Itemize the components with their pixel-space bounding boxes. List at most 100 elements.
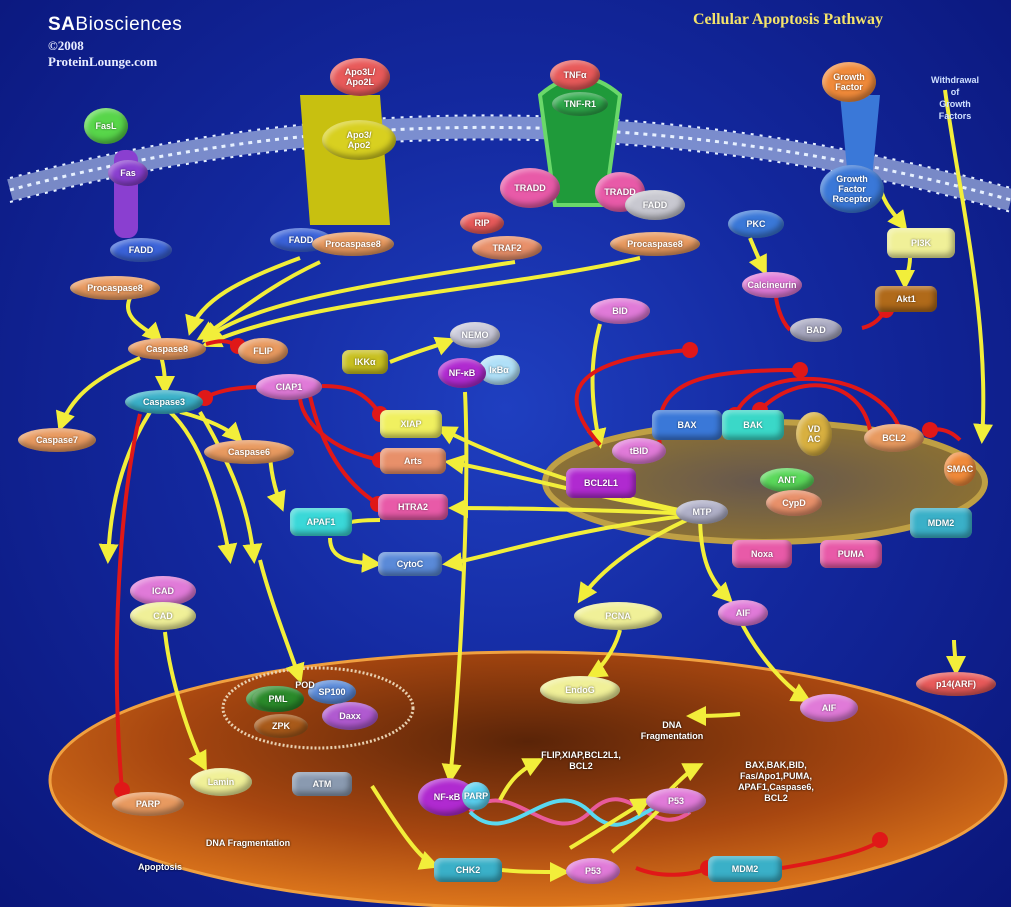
activation-arrow	[60, 358, 140, 428]
activation-arrow	[750, 238, 765, 272]
label-pod: POD	[290, 680, 320, 691]
node-growth-factor-receptor: Growth Factor Receptor	[820, 165, 884, 213]
node-mtp: MTP	[676, 500, 728, 524]
inhibition-arrow	[205, 387, 256, 398]
label-apoptosis: Apoptosis	[120, 862, 200, 873]
label-nfkb-targets: FLIP,XIAP,BCL2L1, BCL2	[516, 750, 646, 772]
node-cad: CAD	[130, 602, 196, 630]
node-xiap: XIAP	[380, 410, 442, 438]
node-tnfa: TNFα	[550, 60, 600, 90]
node-p14arf: p14(ARF)	[916, 672, 996, 696]
node-pcna: PCNA	[574, 602, 662, 630]
inhibition-arrow	[206, 341, 238, 346]
logo-name: Biosciences	[75, 14, 182, 35]
node-bcl2l1: BCL2L1	[566, 468, 636, 498]
node-ciap1: CIAP1	[256, 374, 322, 400]
diagram-title: Cellular Apoptosis Pathway	[693, 11, 883, 29]
node-apo3: Apo3/ Apo2	[322, 120, 396, 160]
node-smac: SMAC	[944, 452, 976, 486]
node-traf2: TRAF2	[472, 236, 542, 260]
node-arts: Arts	[380, 448, 446, 474]
node-rip: RIP	[460, 212, 504, 234]
node-nemo: NEMO	[450, 322, 500, 348]
node-zpk: ZPK	[254, 714, 308, 738]
node-procaspase8-1: Procaspase8	[70, 276, 160, 300]
node-procaspase8-3: Procaspase8	[610, 232, 700, 256]
withdrawal-label: Withdrawal of Growth Factors	[912, 74, 998, 122]
node-ikka: IKKα	[342, 350, 388, 374]
node-growth-factor: Growth Factor	[822, 62, 876, 102]
node-apaf1: APAF1	[290, 508, 352, 536]
node-bad: BAD	[790, 318, 842, 342]
label-dna-frag: DNA Fragmentation	[188, 838, 308, 849]
node-p53: P53	[646, 788, 706, 814]
node-bcl2: BCL2	[864, 424, 924, 452]
node-bax: BAX	[652, 410, 722, 440]
node-caspase6: Caspase6	[204, 440, 294, 464]
inhibition-arrow	[930, 429, 960, 440]
node-caspase3: Caspase3	[125, 390, 203, 414]
activation-arrow	[352, 520, 380, 522]
node-calcineurin: Calcineurin	[742, 272, 802, 298]
node-apo3l: Apo3L/ Apo2L	[330, 58, 390, 96]
brand-block: SABiosciences ©2008 ProteinLounge.com	[48, 14, 182, 70]
node-fadd3: FADD	[625, 190, 685, 220]
activation-arrow	[905, 258, 910, 286]
node-daxx: Daxx	[322, 702, 378, 730]
activation-arrow	[593, 324, 601, 445]
node-caspase8: Caspase8	[128, 338, 206, 360]
activation-arrow	[390, 340, 452, 362]
node-tnfr1: TNF-R1	[552, 92, 608, 116]
node-puma: PUMA	[820, 540, 882, 568]
node-htra2: HTRA2	[378, 494, 448, 520]
node-fadd1: FADD	[110, 238, 172, 262]
node-bid: BID	[590, 298, 650, 324]
node-aif: AIF	[718, 600, 768, 626]
node-fasl: FasL	[84, 108, 128, 144]
label-fragmentation: DNA Fragmentation	[622, 720, 722, 742]
activation-arrow	[690, 714, 740, 716]
node-mdm2: MDM2	[708, 856, 782, 882]
inhibition-arrow	[862, 310, 886, 328]
activation-arrow	[945, 90, 983, 440]
activation-arrow	[330, 538, 378, 564]
node-ant: ANT	[760, 468, 814, 492]
node-chk2: CHK2	[434, 858, 502, 882]
node-flip: FLIP	[238, 338, 288, 364]
activation-arrow	[128, 298, 160, 340]
node-cytoc: CytoC	[378, 552, 442, 576]
company-logo: SABiosciences	[48, 14, 182, 36]
node-procaspase8-2: Procaspase8	[312, 232, 394, 256]
node-mdm2-top: MDM2	[910, 508, 972, 538]
node-p53-low: P53	[566, 858, 620, 884]
node-pkc: PKC	[728, 210, 784, 238]
copyright: ©2008	[48, 38, 182, 54]
node-parp-nuc: PARP	[462, 782, 490, 810]
node-noxa: Noxa	[732, 540, 792, 568]
node-parp: PARP	[112, 792, 184, 816]
node-cypd: CypD	[766, 490, 822, 516]
node-tbid: tBID	[612, 438, 666, 464]
activation-arrow	[260, 560, 300, 680]
activation-arrow	[170, 412, 230, 560]
node-atm: ATM	[292, 772, 352, 796]
node-bak: BAK	[722, 410, 784, 440]
website: ProteinLounge.com	[48, 54, 182, 70]
logo-mark: SA	[48, 14, 75, 35]
node-vdac: VD AC	[796, 412, 832, 456]
node-aif2: AIF	[800, 694, 858, 722]
node-nfkb: NF-κB	[438, 358, 486, 388]
node-endog: EndoG	[540, 676, 620, 704]
node-akt1: Akt1	[875, 286, 937, 312]
inhibition-arrow	[322, 386, 380, 414]
node-lamin: Lamin	[190, 768, 252, 796]
activation-arrow	[502, 870, 566, 872]
node-tradd1: TRADD	[500, 168, 560, 208]
node-pi3k: PI3K	[887, 228, 955, 258]
label-p53-targets: BAX,BAK,BID, Fas/Apo1,PUMA, APAF1,Caspas…	[716, 760, 836, 804]
activation-arrow	[954, 640, 956, 672]
node-fas: Fas	[108, 160, 148, 186]
node-caspase7: Caspase7	[18, 428, 96, 452]
